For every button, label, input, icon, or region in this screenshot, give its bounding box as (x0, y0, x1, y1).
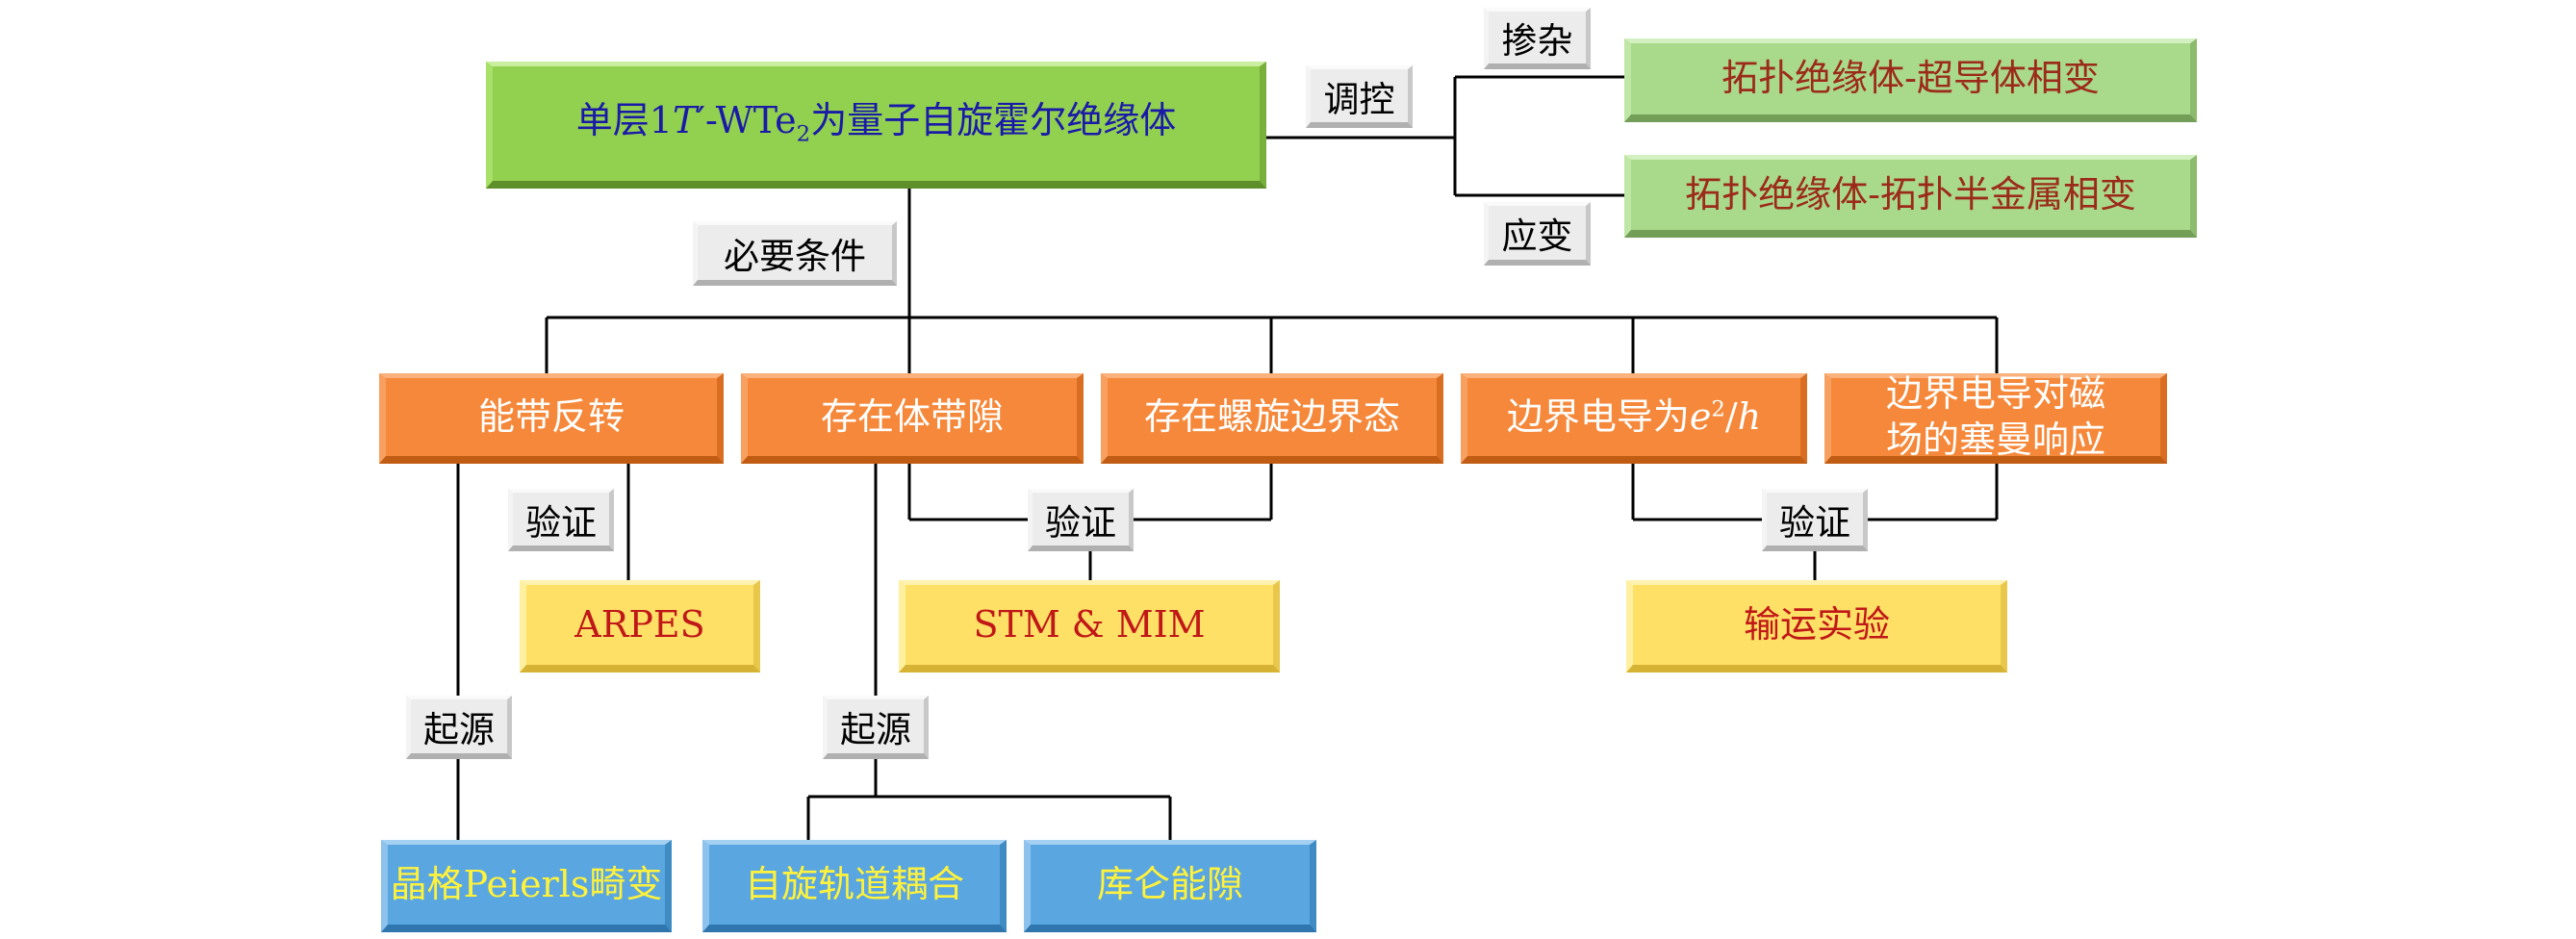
root-node: 单层1T′-WTe2为量子自旋霍尔绝缘体 (486, 62, 1266, 189)
condition-helical-edge-states: 存在螺旋边界态 (1101, 373, 1443, 464)
edge-conductance-text: 边界电导为e2/h (1506, 394, 1762, 438)
phase-transition-semimetal: 拓扑绝缘体-拓扑半金属相变 (1624, 155, 2197, 238)
verify-label-stm: 验证 (1028, 489, 1134, 551)
condition-edge-conductance: 边界电导为e2/h (1461, 373, 1807, 464)
tuning-label: 调控 (1306, 65, 1413, 128)
condition-zeeman-response: 边界电导对磁 场的塞曼响应 (1824, 372, 2167, 464)
origin-label-peierls: 起源 (406, 696, 512, 759)
method-stm-mim: STM & MIM (899, 580, 1280, 673)
verify-label-arpes: 验证 (508, 489, 614, 551)
method-transport-experiment: 输运实验 (1626, 580, 2007, 673)
zeeman-line2: 场的塞曼响应 (1885, 418, 2105, 461)
phase-transition-superconductor: 拓扑绝缘体-超导体相变 (1624, 38, 2197, 122)
root-text: 单层1T′-WTe2为量子自旋霍尔绝缘体 (575, 99, 1177, 148)
condition-bulk-gap: 存在体带隙 (741, 373, 1084, 464)
origin-spin-orbit-coupling: 自旋轨道耦合 (702, 840, 1007, 932)
origin-coulomb-gap: 库仑能隙 (1024, 840, 1316, 932)
necessary-conditions-label: 必要条件 (693, 221, 897, 286)
origin-peierls-distortion: 晶格Peierls畸变 (381, 840, 672, 932)
verify-label-transport: 验证 (1762, 489, 1868, 551)
origin-label-bulk-gap: 起源 (823, 696, 929, 759)
doping-label: 掺杂 (1484, 8, 1591, 69)
strain-label: 应变 (1484, 202, 1591, 266)
zeeman-line1: 边界电导对磁 (1885, 372, 2105, 415)
condition-band-inversion: 能带反转 (379, 373, 724, 464)
method-arpes: ARPES (520, 580, 760, 673)
